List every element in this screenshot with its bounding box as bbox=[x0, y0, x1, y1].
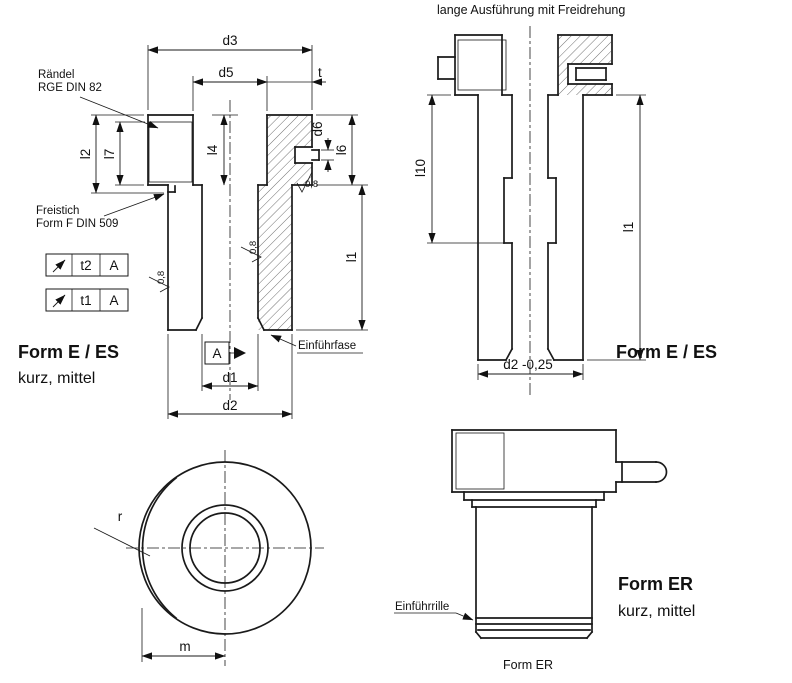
dim-t: t bbox=[318, 65, 322, 80]
tolerance-value-t1: t1 bbox=[80, 293, 91, 308]
einfuehrfase-leader bbox=[270, 334, 297, 347]
einfuehrrille-label: Einführrille bbox=[395, 601, 449, 613]
dim-l7: l7 bbox=[102, 149, 117, 160]
dim-d1: d1 bbox=[222, 370, 237, 385]
svg-text:0,8: 0,8 bbox=[305, 179, 318, 190]
roughness-mark: 0,8 bbox=[296, 171, 318, 193]
chamfer-circle bbox=[189, 512, 261, 584]
knurl-area bbox=[148, 121, 193, 183]
dim-d5: d5 bbox=[218, 65, 233, 80]
einfuehrrille-leader bbox=[455, 612, 474, 621]
dim-l1: l1 bbox=[621, 222, 636, 233]
freistich-note-line1: Freistich bbox=[36, 205, 79, 217]
dim-m: m bbox=[179, 639, 190, 654]
datum-feature-a: A bbox=[204, 341, 246, 365]
roughness-mark: 0,8 bbox=[148, 271, 170, 293]
freistich-note-line2: Form F DIN 509 bbox=[36, 218, 118, 230]
dim-r: r bbox=[118, 509, 123, 524]
view-lange-ausfuehrung: lange Ausführung mit Freidrehung bbox=[413, 3, 717, 396]
view-front-circle: r m bbox=[93, 450, 324, 666]
tolerance-frame-t1: t1 A bbox=[45, 288, 129, 312]
view-subtitle: kurz, mittel bbox=[618, 603, 695, 620]
section-hatch bbox=[558, 64, 568, 84]
dim-l1: l1 bbox=[344, 252, 359, 263]
tolerance-datum-t2: A bbox=[109, 258, 118, 273]
view-header: lange Ausführung mit Freidrehung bbox=[437, 3, 625, 17]
tolerance-value-t2: t2 bbox=[80, 258, 91, 273]
svg-text:0,8: 0,8 bbox=[156, 271, 167, 284]
dim-d6: d6 bbox=[310, 121, 325, 136]
radius-leader bbox=[93, 527, 151, 557]
outer-diameter-circle bbox=[138, 461, 312, 635]
runout-symbol-icon bbox=[52, 259, 66, 273]
datum-letter: A bbox=[212, 346, 221, 361]
svg-text:0,8: 0,8 bbox=[248, 241, 259, 254]
view-title: Form ER bbox=[618, 574, 693, 594]
part-outline bbox=[147, 114, 320, 332]
dim-d3: d3 bbox=[222, 33, 237, 48]
part-outline bbox=[437, 34, 613, 362]
raendel-note-line2: RGE DIN 82 bbox=[38, 82, 102, 94]
knurl-area bbox=[457, 39, 507, 91]
tolerance-frame-t2: t2 A bbox=[45, 253, 129, 277]
datum-triangle-icon bbox=[234, 347, 246, 359]
view-title: Form E / ES bbox=[18, 342, 119, 362]
bore-circle bbox=[181, 504, 269, 592]
view-subtitle: kurz, mittel bbox=[18, 370, 95, 387]
tolerance-datum-t1: A bbox=[109, 293, 118, 308]
part-outline bbox=[451, 429, 668, 640]
dim-l10: l10 bbox=[413, 159, 428, 177]
roughness-mark: 0,8 bbox=[240, 241, 262, 263]
dim-l4: l4 bbox=[205, 144, 220, 155]
view-form-er: Einführrille Form ER kurz, mittel Form E… bbox=[394, 429, 695, 672]
freistich-leader bbox=[103, 193, 165, 217]
dim-d2: d2 bbox=[222, 398, 237, 413]
raendel-note-line1: Rändel bbox=[38, 69, 74, 81]
section-hatch bbox=[558, 84, 611, 95]
section-hatch bbox=[558, 36, 611, 64]
knurl-area bbox=[455, 432, 505, 490]
raendel-leader bbox=[79, 96, 159, 129]
dim-l2: l2 bbox=[78, 149, 93, 160]
view-form-e-es-section: d3 d5 t l2 l7 l4 d6 l6 l1 d1 d2 Rändel R… bbox=[18, 33, 368, 419]
side-hole-clear bbox=[295, 147, 312, 163]
view-title: Form E / ES bbox=[616, 342, 717, 362]
dimension-lines bbox=[428, 94, 644, 378]
view-caption: Form ER bbox=[503, 658, 553, 672]
dim-l6: l6 bbox=[334, 145, 349, 156]
dimension-lines bbox=[92, 46, 366, 418]
section-hatch-shank bbox=[258, 185, 292, 330]
radius-cut-arc bbox=[141, 476, 178, 620]
dim-d2-tol: d2 -0,25 bbox=[503, 357, 553, 372]
extension-lines bbox=[91, 45, 368, 419]
einfuehrfase-label: Einführfase bbox=[298, 340, 356, 352]
extension-lines bbox=[427, 94, 646, 380]
side-hole-clear bbox=[568, 64, 612, 84]
runout-symbol-icon bbox=[52, 294, 66, 308]
